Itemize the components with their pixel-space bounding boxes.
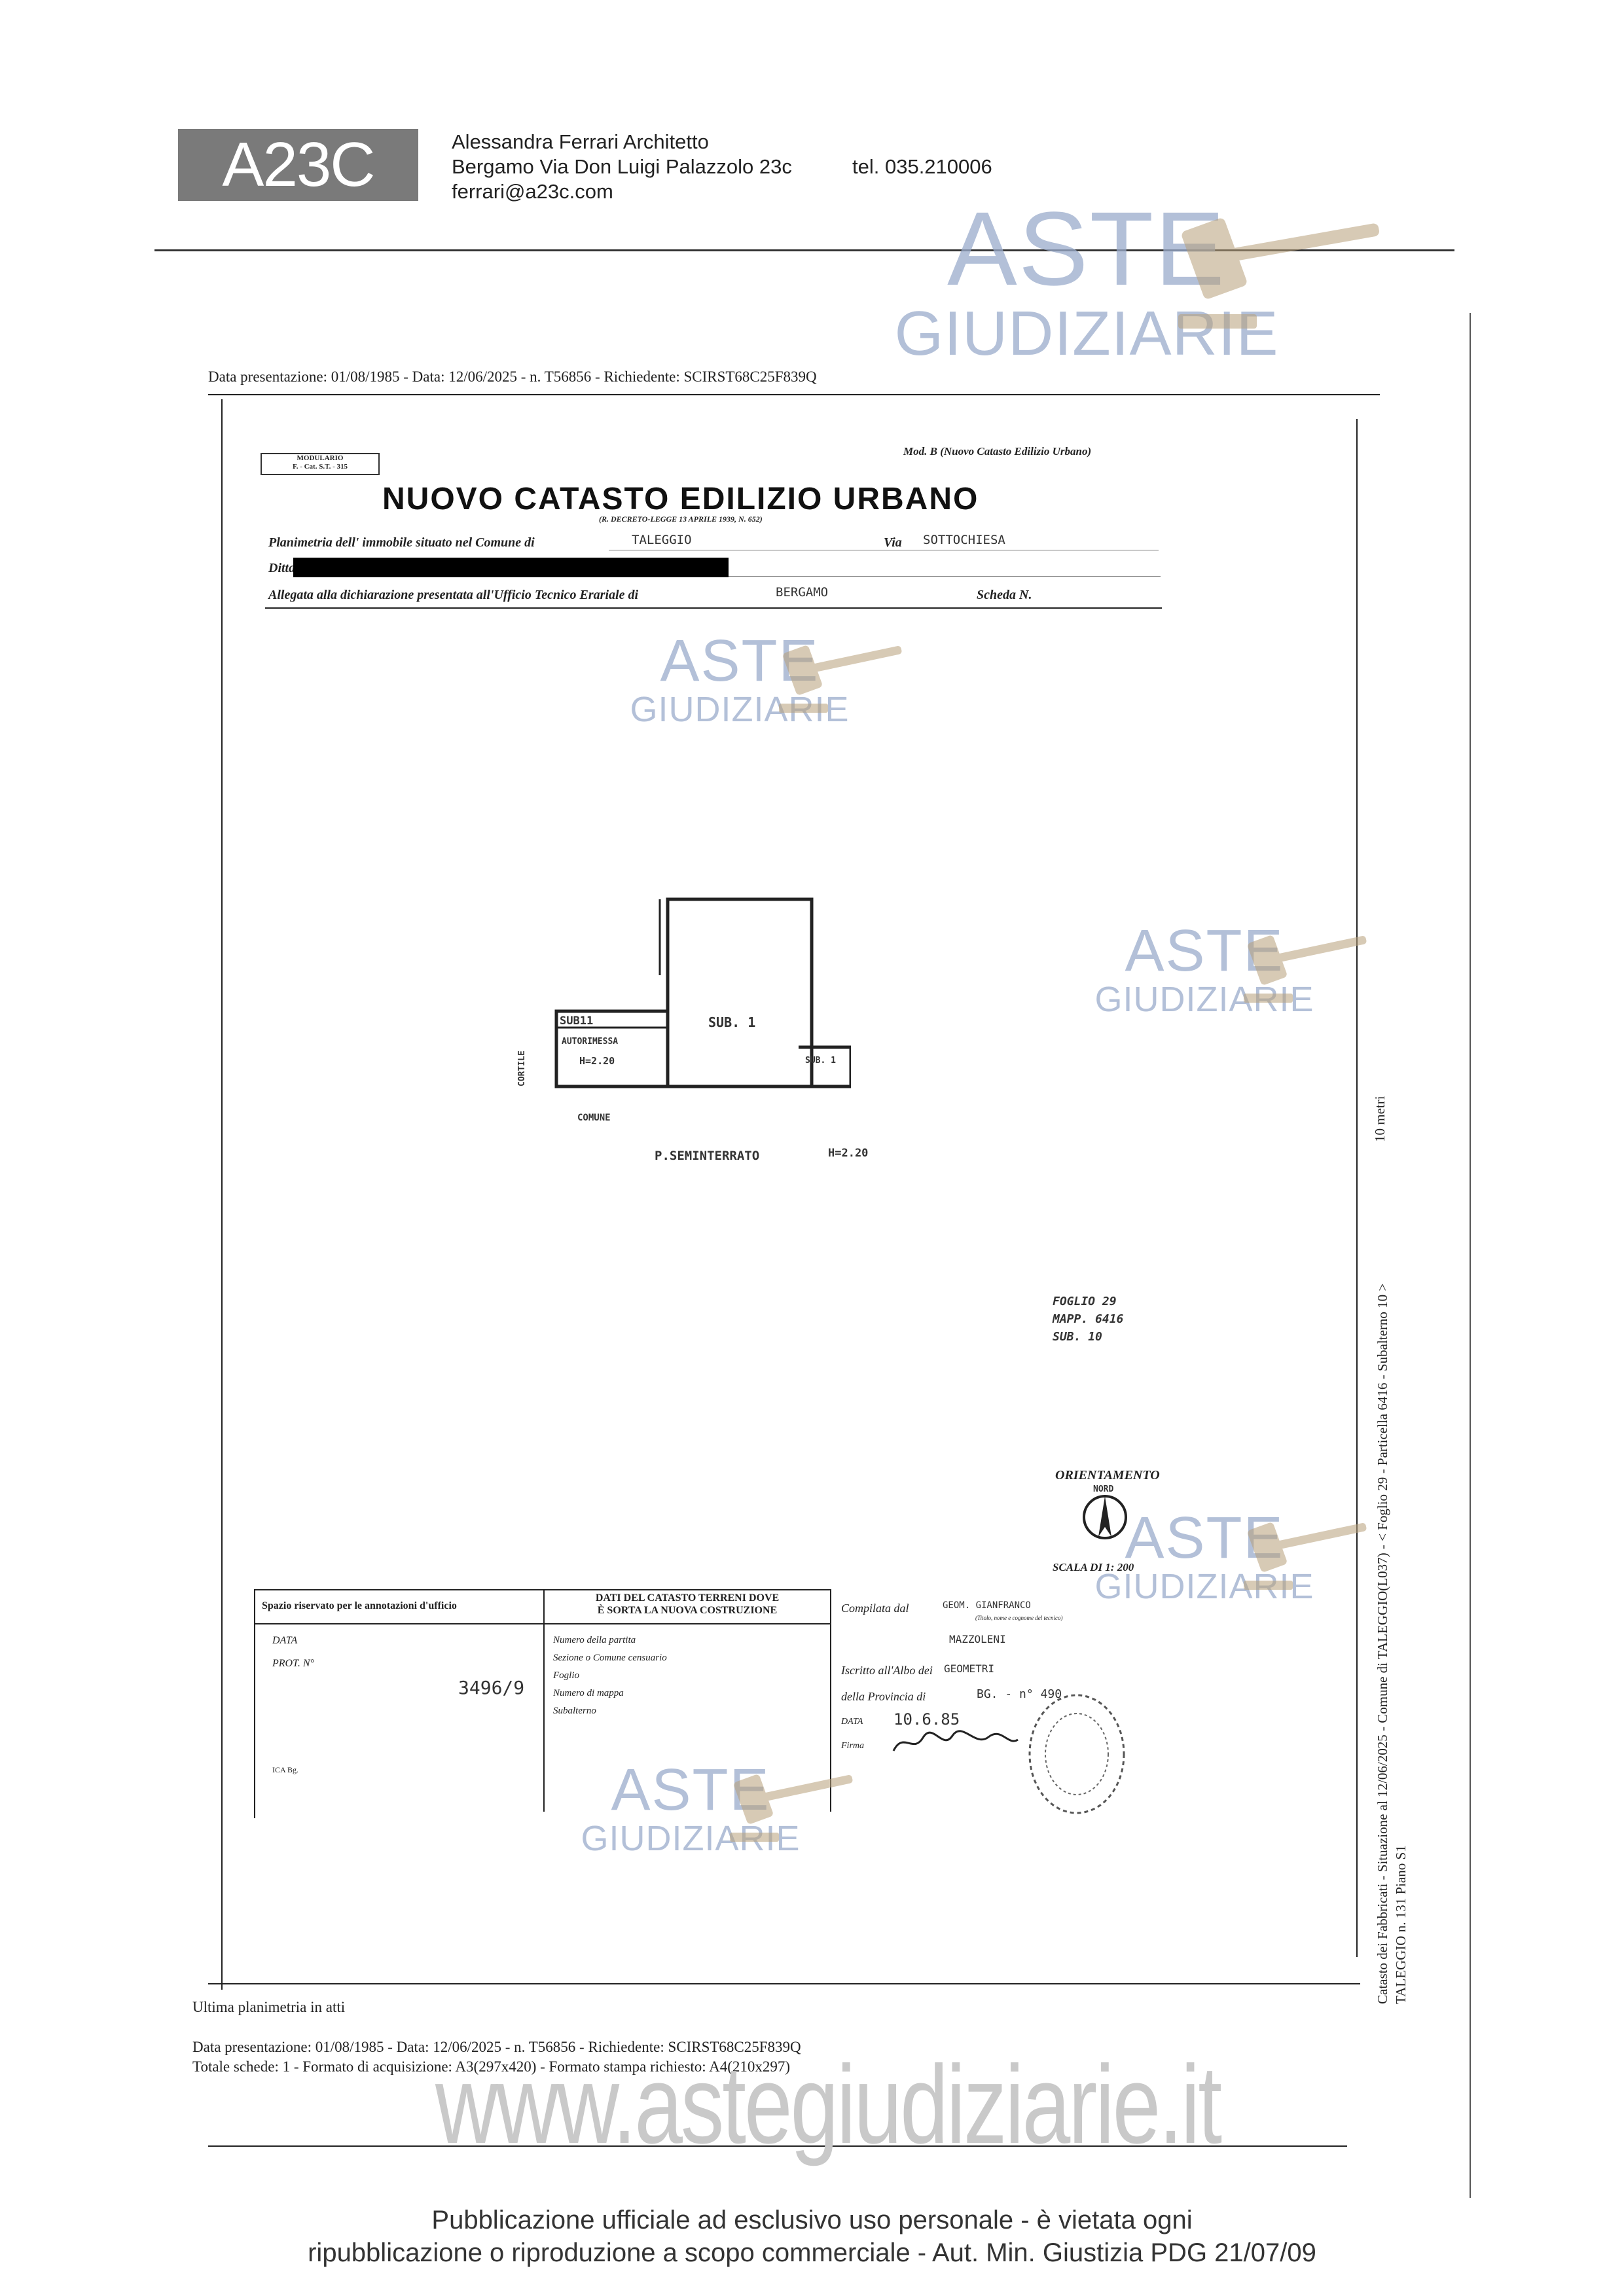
box-mid-line xyxy=(543,1589,545,1812)
plan-cortile-label: CORTILE xyxy=(517,1050,527,1086)
box-row-partita: Numero della partita xyxy=(553,1635,636,1645)
header-email: ferrari@a23c.com xyxy=(452,180,613,203)
via-label: Via xyxy=(884,535,902,550)
box-col2-title: DATI DEL CATASTO TERRENI DOVE È SORTA LA… xyxy=(595,1592,780,1616)
aste-watermark-top: ASTE GIUDIZIARIE xyxy=(894,190,1279,368)
modulario-box: MODULARIO F. - Cat. S.T. - 315 xyxy=(261,453,380,475)
ditta-redaction xyxy=(293,558,729,577)
provincia-value: BG. - n° 490 xyxy=(977,1687,1062,1701)
ref-sub: SUB. 10 xyxy=(1053,1330,1102,1344)
plan-sub11-label: SUB11 xyxy=(560,1014,594,1028)
header-address: Bergamo Via Don Luigi Palazzolo 23c xyxy=(452,155,792,178)
sub1-room-outline xyxy=(666,897,814,1088)
box-header-line xyxy=(254,1623,830,1624)
stamp-mark xyxy=(1028,1694,1125,1814)
comune-value: TALEGGIO xyxy=(632,533,692,547)
ultima-planimetria: Ultima planimetria in atti xyxy=(192,1999,346,2015)
box-row-sezione: Sezione o Comune censuario xyxy=(553,1653,667,1663)
scala-label: SCALA DI 1: 200 xyxy=(1053,1561,1134,1573)
data2-value: 10.6.85 xyxy=(893,1710,960,1729)
decree-label: (R. DECRETO-LEGGE 13 APRILE 1939, N. 652… xyxy=(599,514,763,524)
ditta-underline xyxy=(729,576,1161,577)
side-metri: 10 metri xyxy=(1372,1096,1388,1142)
allegata-label: Allegata alla dichiarazione presentata a… xyxy=(268,588,638,602)
iscritto-label: Iscritto all'Albo dei xyxy=(841,1664,933,1677)
floor-plan xyxy=(554,897,851,1088)
compass-icon xyxy=(1083,1495,1127,1539)
mod-b-label: Mod. B (Nuovo Catasto Edilizio Urbano) xyxy=(903,445,1092,457)
gavel-icon xyxy=(1178,218,1379,329)
totale-schede-line: Totale schede: 1 - Formato di acquisizio… xyxy=(192,2058,791,2075)
box-right-line xyxy=(830,1589,831,1812)
footer-line2: ripubblicazione o riproduzione a scopo c… xyxy=(308,2238,1316,2267)
autorimessa-outline xyxy=(554,1009,670,1088)
ref-foglio: FOGLIO 29 xyxy=(1053,1295,1117,1308)
plan-h-label: H=2.20 xyxy=(579,1055,615,1067)
box-ica: ICA Bg. xyxy=(272,1765,299,1774)
frame-top-line xyxy=(208,394,1380,395)
a23c-logo: A23C xyxy=(178,129,418,201)
planimetria-label: Planimetria dell' immobile situato nel C… xyxy=(268,535,535,550)
frame-right-line xyxy=(1356,419,1358,1957)
side-indirizzo-line: TALEGGIO n. 131 Piano S1 xyxy=(1393,1845,1409,2004)
plan-comune-label: COMUNE xyxy=(577,1113,611,1123)
url-watermark: www.astegiudiziarie.it xyxy=(435,2043,1222,2167)
plan-autorimessa-label: AUTORIMESSA xyxy=(562,1037,619,1047)
gavel-icon xyxy=(1244,935,1367,1003)
box-col1-title: Spazio riservato per le annotazioni d'uf… xyxy=(262,1600,457,1611)
scheda-label: Scheda N. xyxy=(977,588,1032,602)
small-sub1-outline xyxy=(799,1045,851,1088)
plan-piano-label: P.SEMINTERRATO xyxy=(655,1149,760,1163)
provincia-label: della Provincia di xyxy=(841,1690,926,1703)
signature-mark xyxy=(892,1730,1019,1751)
catasto-title: NUOVO CATASTO EDILIZIO URBANO xyxy=(382,482,979,516)
via-value: SOTTOCHIESA xyxy=(923,533,1005,547)
plan-sub1-label: SUB. 1 xyxy=(708,1014,756,1030)
compilata-name: MAZZOLENI xyxy=(949,1633,1006,1645)
iscritto-value: GEOMETRI xyxy=(944,1662,995,1675)
data2-label: DATA xyxy=(841,1717,863,1727)
frame-bottom-line xyxy=(208,1983,1360,1984)
header-architect-name: Alessandra Ferrari Architetto xyxy=(452,130,709,153)
gavel-icon xyxy=(779,645,902,713)
footer-line1: Pubblicazione ufficiale ad esclusivo uso… xyxy=(431,2206,1193,2234)
plan-piano-height: H=2.20 xyxy=(828,1147,869,1160)
side-catasto-line: Catasto dei Fabbricati - Situazione al 1… xyxy=(1375,1283,1390,2004)
box-top-line xyxy=(254,1589,830,1590)
form-header-rule xyxy=(265,607,1162,609)
box-prot-value: 3496/9 xyxy=(458,1677,525,1698)
box-data-label: DATA xyxy=(272,1635,298,1646)
plan-sub1-small-label: SUB. 1 xyxy=(805,1056,836,1066)
aste-watermark-5: ASTE GIUDIZIARIE xyxy=(581,1757,801,1858)
firma-label: Firma xyxy=(841,1741,864,1751)
box-left-line xyxy=(254,1589,255,1818)
presentazione-bottom-line: Data presentazione: 01/08/1985 - Data: 1… xyxy=(192,2039,801,2055)
frame-bottom-line-2 xyxy=(208,2145,1347,2147)
frame-left-line xyxy=(221,399,223,1990)
box-prot-label: PROT. N° xyxy=(272,1658,314,1669)
ref-mapp: MAPP. 6416 xyxy=(1053,1312,1124,1326)
presentazione-top-line: Data presentazione: 01/08/1985 - Data: 1… xyxy=(208,368,817,385)
ufficio-value: BERGAMO xyxy=(776,585,829,600)
nord-label: NORD xyxy=(1093,1484,1114,1494)
margin-right-line xyxy=(1470,313,1471,2198)
ditta-label: Ditta xyxy=(268,561,296,575)
compilata-note: (Titolo, nome e cognome del tecnico) xyxy=(975,1615,1063,1621)
compilata-label: Compilata dal xyxy=(841,1602,909,1615)
orientamento-label: ORIENTAMENTO xyxy=(1055,1468,1160,1482)
gavel-icon xyxy=(1244,1522,1367,1590)
gavel-icon xyxy=(730,1774,853,1842)
box-row-foglio: Foglio xyxy=(553,1670,579,1681)
header-phone: tel. 035.210006 xyxy=(852,155,992,178)
header-divider xyxy=(154,249,1454,251)
box-row-mappa: Numero di mappa xyxy=(553,1688,624,1698)
compilata-value: GEOM. GIANFRANCO xyxy=(943,1600,1031,1611)
box-row-subalterno: Subalterno xyxy=(553,1706,596,1716)
